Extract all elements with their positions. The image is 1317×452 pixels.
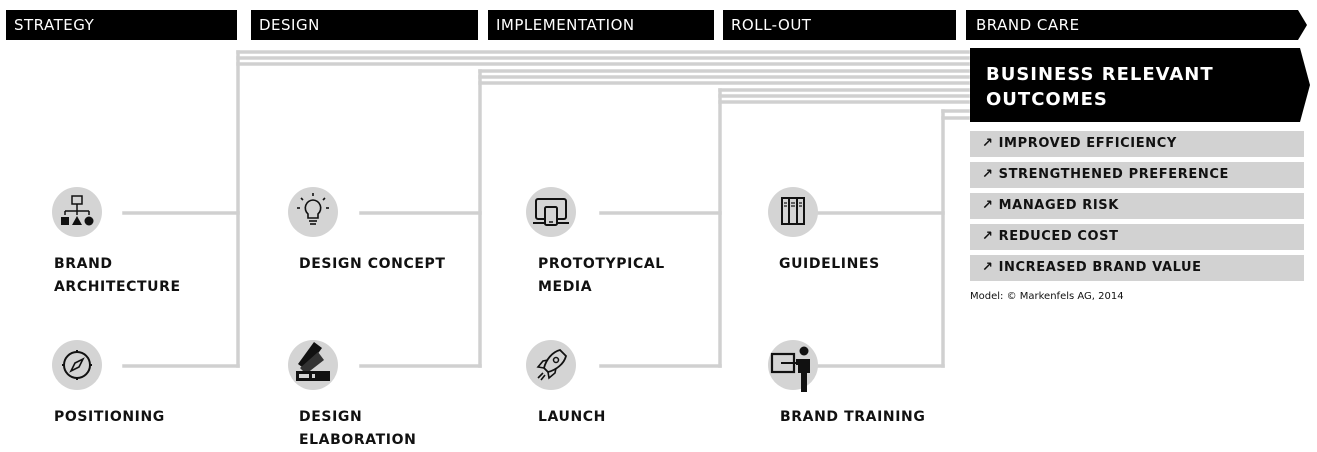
- positioning-label: POSITIONING: [54, 409, 165, 425]
- compass-icon: [62, 350, 92, 380]
- brand-training-label: BRAND TRAINING: [780, 409, 926, 425]
- business-outcomes-header: BUSINESS RELEVANT OUTCOMES: [970, 48, 1310, 122]
- lightbulb-icon: [297, 193, 329, 225]
- launch-label: LAUNCH: [538, 409, 607, 425]
- prototypical-media-node: [526, 187, 576, 237]
- business-outcomes-title: BUSINESS RELEVANT OUTCOMES: [986, 64, 1214, 110]
- brand-training-node: [768, 340, 818, 392]
- binders-icon: [781, 197, 805, 225]
- guidelines-label: GUIDELINES: [779, 256, 880, 272]
- design-elaboration-node: [288, 340, 338, 390]
- phase-roll-out: ROLL-OUT: [723, 10, 956, 40]
- outcome-item: ↗ INCREASED BRAND VALUE: [970, 255, 1304, 281]
- color-swatch-icon: [296, 342, 330, 381]
- design-concept-label: DESIGN CONCEPT: [299, 256, 446, 272]
- design-concept-node: [288, 187, 338, 237]
- phase-implementation: IMPLEMENTATION: [488, 10, 714, 40]
- brand-architecture-node: [52, 187, 102, 237]
- brand-care-arrow-shape: [966, 10, 1307, 40]
- prototypical-media-label: PROTOTYPICAL MEDIA: [538, 256, 665, 295]
- presentation-icon: [770, 346, 810, 392]
- positioning-node: [52, 340, 102, 390]
- outcome-item: ↗ IMPROVED EFFICIENCY: [970, 131, 1304, 157]
- model-credit: Model: © Markenfels AG, 2014: [970, 291, 1124, 302]
- hierarchy-shapes-icon: [61, 195, 94, 226]
- devices-icon: [533, 198, 569, 226]
- phase-design: DESIGN: [251, 10, 478, 40]
- rocket-icon: [536, 349, 567, 381]
- launch-node: [526, 340, 576, 390]
- outcomes-arrow-shape: [970, 48, 1310, 122]
- outcome-item: ↗ REDUCED COST: [970, 224, 1304, 250]
- outcome-item: ↗ MANAGED RISK: [970, 193, 1304, 219]
- brand-architecture-label: BRAND ARCHITECTURE: [54, 256, 181, 295]
- phase-brand-care-label: BRAND CARE: [976, 16, 1080, 34]
- phase-brand-care: BRAND CARE: [966, 10, 1307, 40]
- design-elaboration-label: DESIGN ELABORATION: [299, 409, 417, 448]
- outcome-item: ↗ STRENGTHENED PREFERENCE: [970, 162, 1304, 188]
- phase-strategy: STRATEGY: [6, 10, 237, 40]
- guidelines-node: [768, 187, 818, 237]
